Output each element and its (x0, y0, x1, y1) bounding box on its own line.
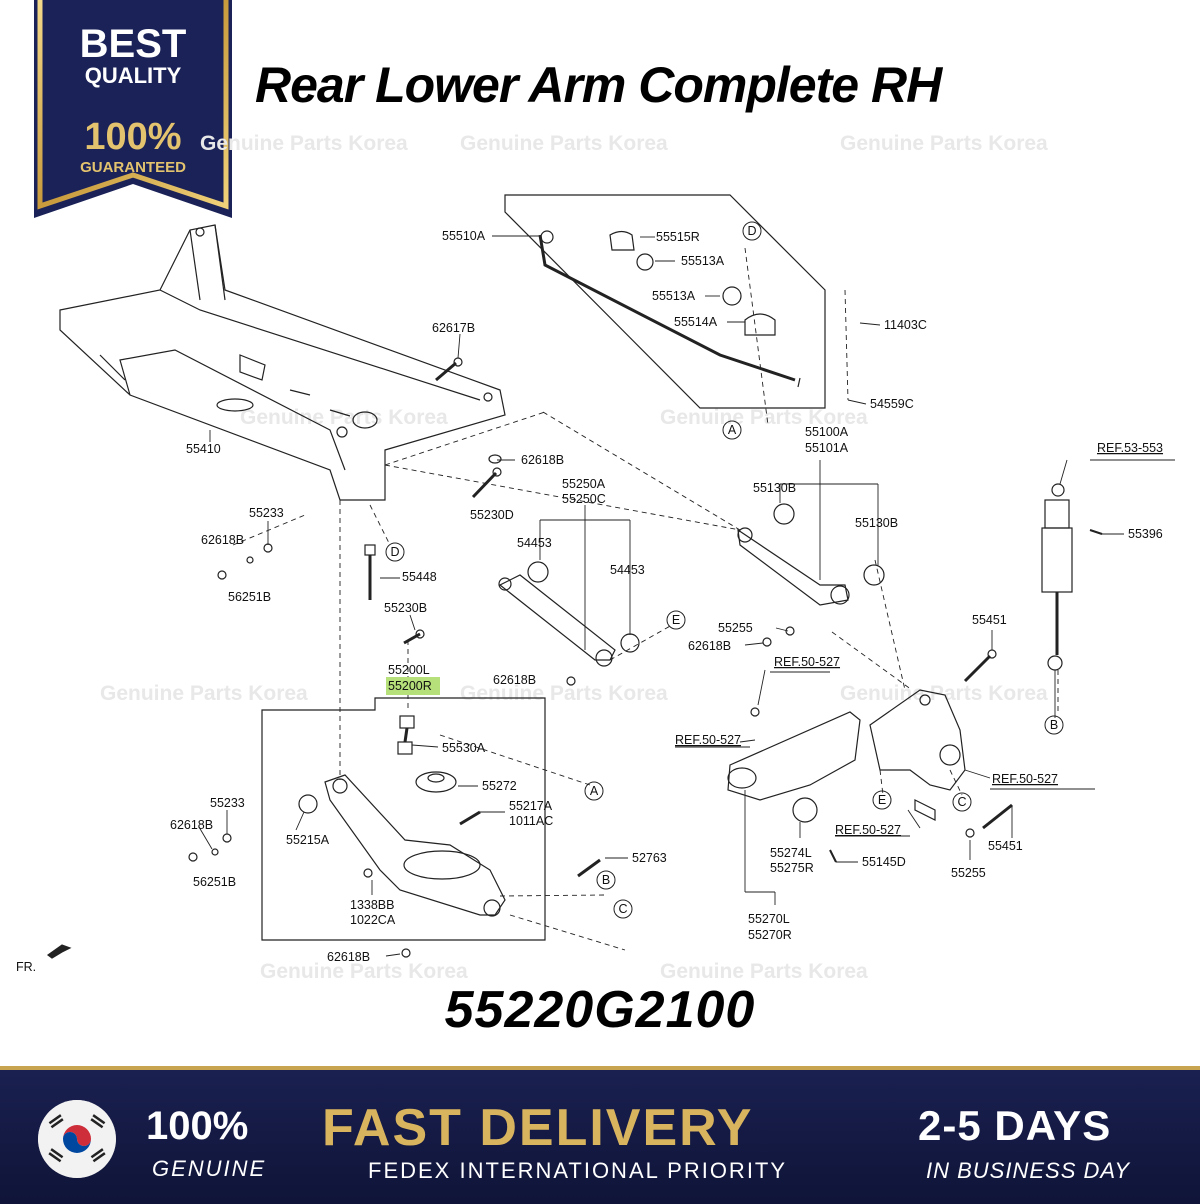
callout-e: E (878, 793, 886, 807)
part-label: 55200L (388, 663, 430, 677)
part-label: 62618B (688, 639, 731, 653)
badge-quality: QUALITY (85, 63, 182, 88)
part-label: 55270R (748, 928, 792, 942)
part-label: 62618B (493, 673, 536, 687)
watermark: Genuine Parts Korea (260, 960, 468, 983)
part-label: 55230B (384, 601, 427, 615)
part-label: 55230D (470, 508, 514, 522)
part-label: 55515R (656, 230, 700, 244)
delivery-banner: 100% GENUINE FAST DELIVERY FEDEX INTERNA… (0, 1066, 1200, 1204)
part-label: REF.50-527 (835, 823, 901, 837)
callout-d: D (747, 224, 756, 238)
part-label: 55233 (210, 796, 245, 810)
part-label: 55513A (652, 289, 696, 303)
part-label: 55200R (388, 679, 432, 693)
part-label: 55100A (805, 425, 849, 439)
part-number: 55220G2100 (444, 981, 756, 1039)
part-label: 54559C (870, 397, 914, 411)
callout-c: C (618, 902, 627, 916)
part-label: 54453 (610, 563, 645, 577)
part-label: 55274L (770, 846, 812, 860)
part-label: 62618B (327, 950, 370, 964)
part-label: 55396 (1128, 527, 1163, 541)
fast-delivery-heading: FAST DELIVERY (322, 1099, 754, 1157)
watermark: Genuine Parts Korea (460, 132, 668, 155)
part-label: 55233 (249, 506, 284, 520)
part-label: 55255 (951, 866, 986, 880)
korea-flag-icon (38, 1100, 116, 1178)
delivery-days: 2-5 DAYS (918, 1102, 1112, 1149)
part-label: 54453 (517, 536, 552, 550)
part-label: 11403C (884, 318, 927, 332)
part-label: 55250C (562, 492, 606, 506)
callout-b: B (1050, 718, 1058, 732)
part-label: 62618B (521, 453, 564, 467)
callout-a: A (590, 784, 599, 798)
part-label: 1011AC (509, 814, 553, 828)
callout-e: E (672, 613, 680, 627)
part-label: 55255 (718, 621, 753, 635)
genuine-text: GENUINE (152, 1156, 267, 1181)
part-label: 56251B (193, 875, 236, 889)
part-label: 55130B (855, 516, 898, 530)
part-highlight (386, 677, 440, 695)
part-label: 55451 (988, 839, 1023, 853)
part-label: 55250A (562, 477, 606, 491)
badge-best: BEST (80, 22, 187, 66)
part-label: 52763 (632, 851, 667, 865)
page-title: Rear Lower Arm Complete RH (255, 57, 942, 113)
quality-badge: BEST QUALITY 100% GUARANTEED (34, 0, 232, 218)
part-label: 56251B (228, 590, 271, 604)
part-label: 62618B (201, 533, 244, 547)
part-label: REF.50-527 (774, 655, 840, 669)
watermark: Genuine Parts Korea (840, 682, 1048, 705)
genuine-percent: 100% (146, 1104, 249, 1148)
part-label: REF.53-553 (1097, 441, 1163, 455)
part-label: 1022CA (350, 913, 396, 927)
part-label: 1338BB (350, 898, 394, 912)
watermark: Genuine Parts Korea (660, 406, 868, 429)
callout-b: B (602, 873, 610, 887)
part-label: 55514A (674, 315, 718, 329)
part-label: 55451 (972, 613, 1007, 627)
exploded-parts-diagram: Genuine Parts Korea Genuine Parts Korea … (16, 132, 1175, 983)
part-label: 55130B (753, 481, 796, 495)
part-label: 55448 (402, 570, 437, 584)
watermark: Genuine Parts Korea (660, 960, 868, 983)
part-label: 55270L (748, 912, 790, 926)
watermark: Genuine Parts Korea (240, 406, 448, 429)
watermark: Genuine Parts Korea (200, 132, 408, 155)
part-label: 55510A (442, 229, 486, 243)
callout-c: C (957, 795, 966, 809)
badge-guaranteed: GUARANTEED (80, 159, 186, 176)
part-label: 55410 (186, 442, 221, 456)
business-day-note: IN BUSINESS DAY (926, 1158, 1131, 1183)
badge-percent: 100% (84, 116, 181, 158)
part-label: 55101A (805, 441, 849, 455)
part-label: 62617B (432, 321, 475, 335)
front-direction-label: FR. (16, 960, 36, 974)
part-label: 55530A (442, 741, 486, 755)
shipping-method: FEDEX INTERNATIONAL PRIORITY (368, 1158, 788, 1183)
part-label: 55513A (681, 254, 725, 268)
part-label: 55217A (509, 799, 553, 813)
watermark: Genuine Parts Korea (100, 682, 308, 705)
part-label: REF.50-527 (992, 772, 1058, 786)
callout-a: A (728, 423, 737, 437)
part-label: 62618B (170, 818, 213, 832)
callout-d: D (390, 545, 399, 559)
watermark: Genuine Parts Korea (840, 132, 1048, 155)
part-label: REF.50-527 (675, 733, 741, 747)
part-label: 55145D (862, 855, 906, 869)
watermark: Genuine Parts Korea (460, 682, 668, 705)
part-label: 55275R (770, 861, 814, 875)
part-label: 55272 (482, 779, 517, 793)
part-label: 55215A (286, 833, 330, 847)
